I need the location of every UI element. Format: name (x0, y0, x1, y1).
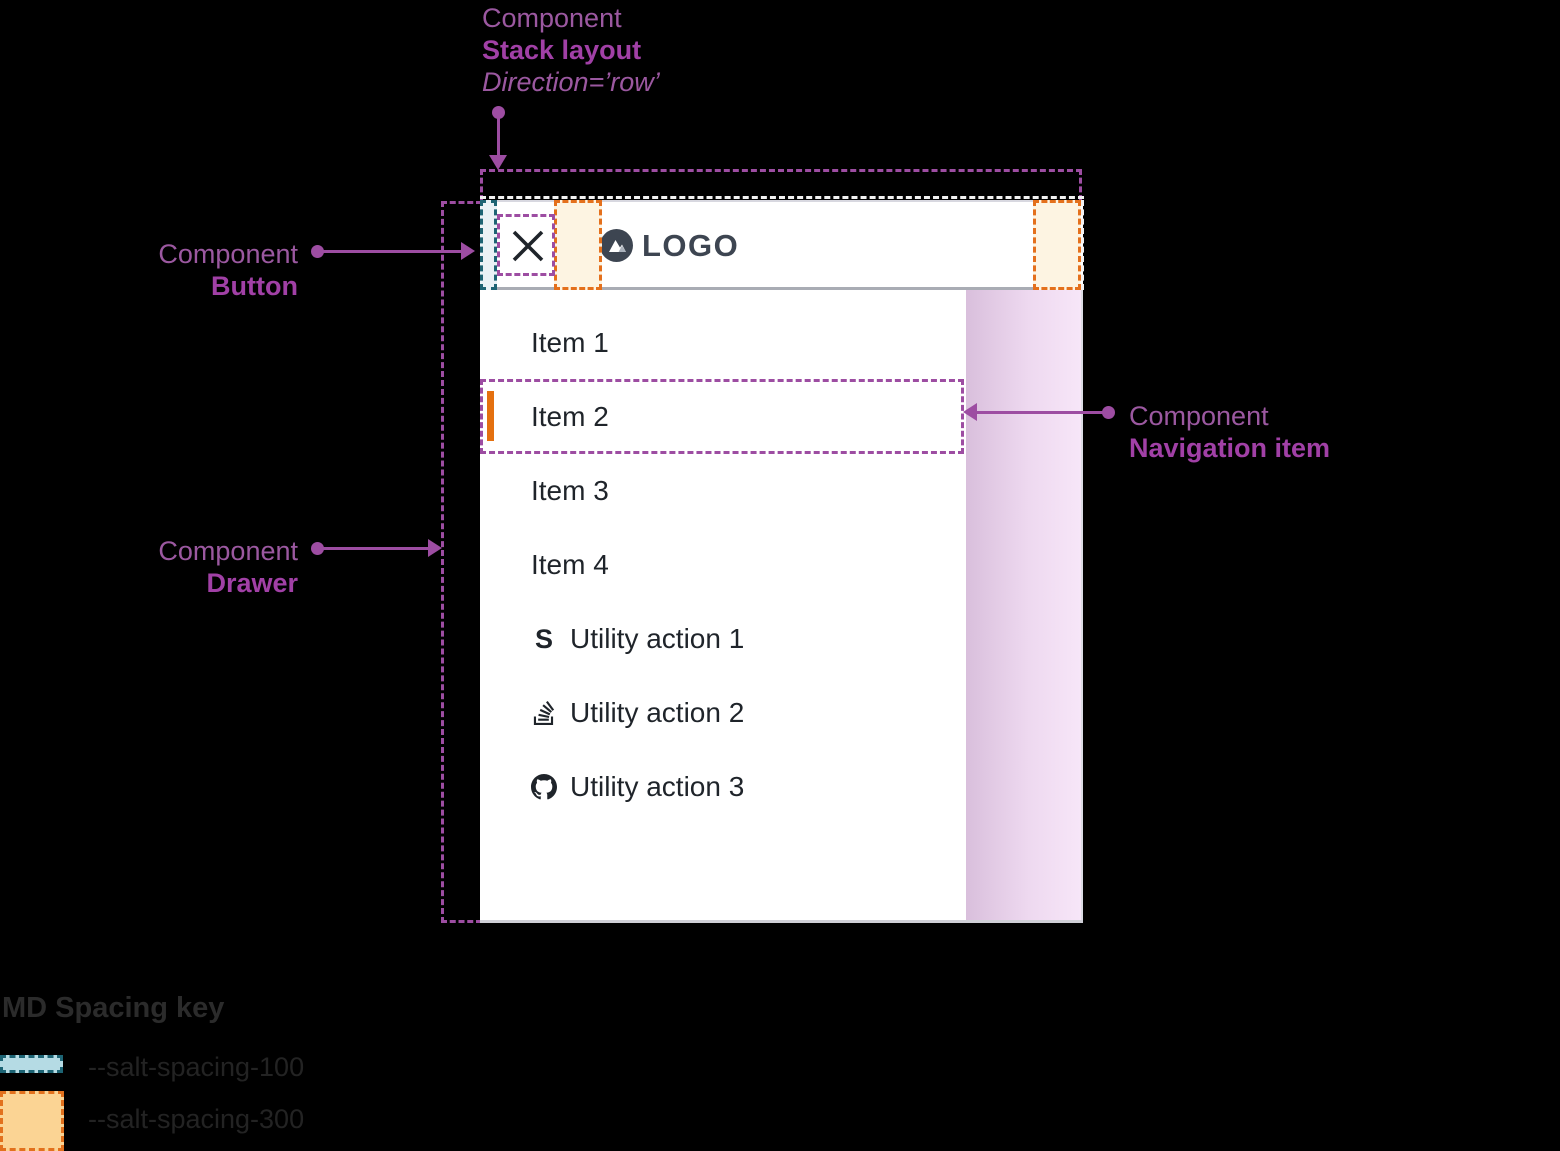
navigation-item-bounds (480, 379, 964, 454)
stack-layout-title: Stack layout (482, 35, 642, 65)
utility-action-2[interactable]: Utility action 2 (480, 676, 966, 750)
legend-label-spacing-100: --salt-spacing-100 (88, 1052, 305, 1082)
drawer-eyebrow: Component (158, 536, 298, 566)
spacing-300-strip-right (1033, 200, 1081, 290)
navigation-item-pointer-dot (1102, 406, 1115, 419)
stack-layout-pointer-dot (492, 106, 505, 119)
drawer-bounds-bottom (441, 920, 482, 923)
nav-item-label: Item 3 (531, 475, 609, 506)
navigation-item-title: Navigation item (1129, 433, 1331, 463)
nav-item-3[interactable]: Item 3 (480, 454, 966, 528)
legend-title: MD Spacing key (2, 992, 225, 1024)
nav-item-label: Item 2 (531, 401, 609, 432)
logo-mountain-icon (600, 229, 633, 262)
utility-action-1[interactable]: S Utility action 1 (480, 602, 966, 676)
button-bounds (497, 214, 555, 276)
spacing-100-swatch (0, 1055, 63, 1073)
stack-overflow-icon (531, 699, 557, 727)
header-bounds-top (480, 196, 1084, 199)
arrow-right-icon (461, 242, 475, 260)
drawer-title: Drawer (206, 568, 298, 598)
arrow-down-icon (489, 155, 507, 170)
nav-item-label: Item 4 (531, 549, 609, 580)
nav-item-4[interactable]: Item 4 (480, 528, 966, 602)
nav-item-2-active[interactable]: Item 2 (480, 380, 966, 454)
drawer-panel: Item 1 Item 2 Item 3 Item 4 S Utility ac… (480, 290, 1083, 923)
header-bounds-right (1081, 200, 1084, 290)
active-item-indicator (487, 391, 494, 441)
spacing-100-strip (480, 200, 497, 290)
button-title: Button (211, 271, 298, 301)
drawer-nav-list: Item 1 Item 2 Item 3 Item 4 S Utility ac… (480, 306, 966, 824)
navigation-item-annotation: Component Navigation item (1129, 400, 1330, 464)
app-backdrop (966, 290, 1083, 920)
nav-item-label: Item 1 (531, 327, 609, 358)
drawer-bounds-top (441, 201, 482, 204)
drawer-pointer-line (317, 547, 430, 550)
utility-action-label: Utility action 1 (570, 623, 745, 654)
close-icon[interactable] (510, 228, 546, 264)
github-icon (531, 773, 557, 801)
navigation-item-eyebrow: Component (1129, 401, 1269, 431)
button-eyebrow: Component (158, 239, 298, 269)
stack-layout-annotation: Component Stack layout Direction=’row’ (482, 2, 660, 98)
legend-label-spacing-300: --salt-spacing-300 (88, 1104, 305, 1134)
nav-item-1[interactable]: Item 1 (480, 306, 966, 380)
drawer-bounds-left (441, 201, 444, 923)
arrow-left-icon (963, 403, 977, 421)
navigation-item-pointer-line (975, 411, 1105, 414)
utility-action-3[interactable]: Utility action 3 (480, 750, 966, 824)
spacing-300-swatch (0, 1091, 64, 1151)
utility-action-label: Utility action 2 (570, 697, 745, 728)
stack-layout-detail: Direction=’row’ (482, 67, 660, 97)
button-pointer-line (317, 250, 463, 253)
drawer-annotation: Component Drawer (140, 535, 298, 599)
button-annotation: Component Button (140, 238, 298, 302)
stack-layout-pointer-line (497, 116, 500, 158)
stack-layout-eyebrow: Component (482, 3, 622, 33)
arrow-right-icon (428, 539, 442, 557)
stack-layout-bounds (480, 169, 1082, 201)
utility-action-label: Utility action 3 (570, 771, 745, 802)
logo: LOGO (600, 227, 740, 263)
spacing-300-strip-left (554, 200, 602, 290)
logo-text: LOGO (642, 227, 740, 263)
s-brand-icon: S (534, 623, 553, 654)
